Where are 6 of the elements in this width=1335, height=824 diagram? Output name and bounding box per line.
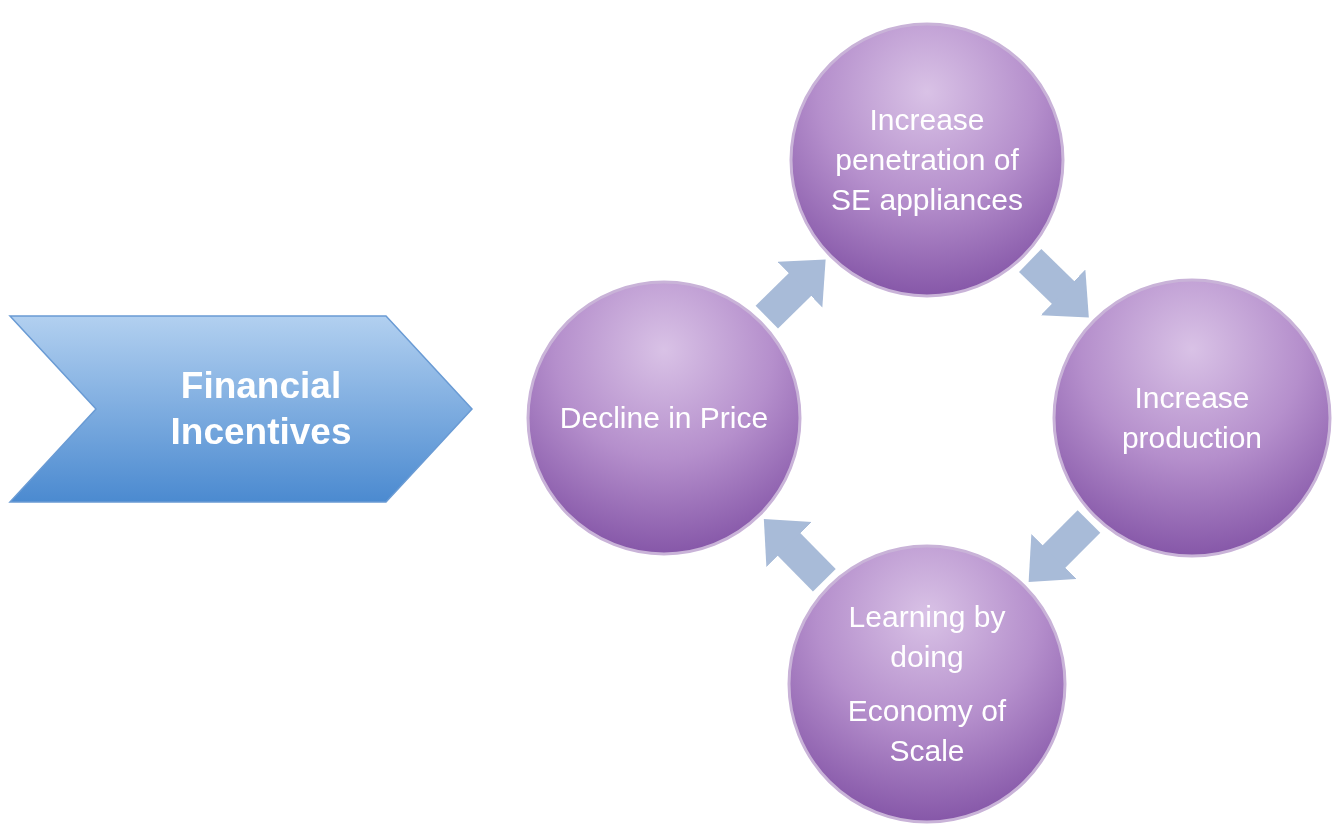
node-label: Economy of Scale [846, 693, 1008, 769]
node-label: Decline in Price [559, 400, 769, 436]
node-label: Increase production [1120, 380, 1264, 456]
node-label: Financial Incentives [169, 364, 353, 454]
node-label: Learning by doing [847, 599, 1007, 675]
node-label: Increase penetration of SE appliances [830, 102, 1024, 218]
